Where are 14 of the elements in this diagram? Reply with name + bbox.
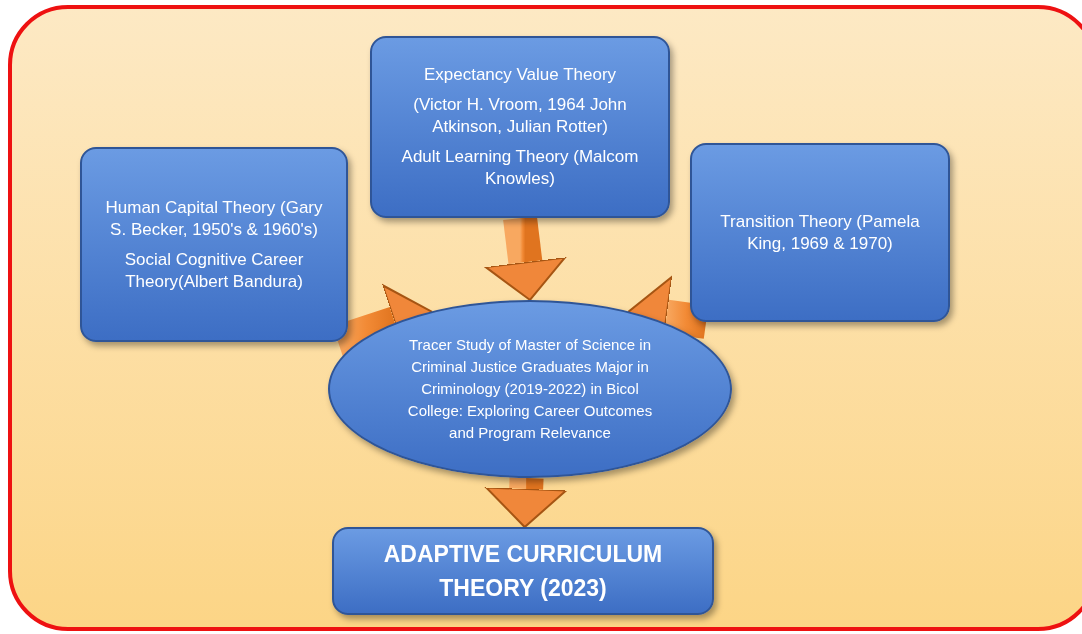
theory-box [370, 36, 670, 218]
theory-text: Expectancy Value Theory [423, 64, 617, 86]
block-arrow [485, 477, 568, 528]
theory-box [80, 147, 348, 342]
outcome-box [332, 527, 714, 615]
theory-text: Transition Theory (Pamela King, 1969 & 1970) [719, 210, 921, 255]
block-arrow [484, 215, 567, 301]
theory-box [690, 143, 950, 322]
theory-text: (Victor H. Vroom, 1964 John Atkinson, Julian Rotter) [412, 94, 628, 138]
theory-text: Human Capital Theory (Gary S. Becker, 1950's & 1960's) [104, 196, 324, 241]
outcome-title: ADAPTIVE CURRICULUM THEORY (2023) [382, 540, 664, 603]
theory-text: Social Cognitive Career Theory(Albert Bandura) [123, 248, 305, 293]
theory-text: Adult Learning Theory (Malcom Knowles) [400, 146, 640, 190]
study-title: Tracer Study of Master of Science in Criminal Justice Graduates Major in Criminology (2019-2022) in Bicol College: Exploring Career Outcomes and Program Relevance [406, 335, 654, 443]
